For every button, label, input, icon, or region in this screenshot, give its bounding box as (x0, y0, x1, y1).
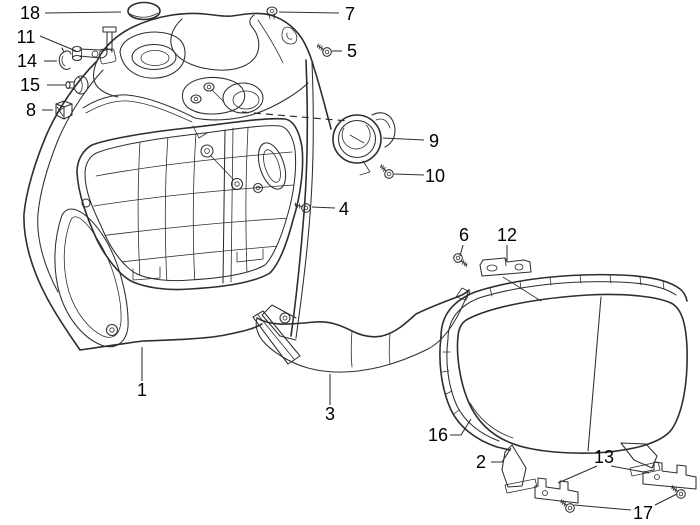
callout-11: 11 (17, 27, 36, 47)
screw-part7 (266, 6, 278, 20)
lower-trim-part3 (252, 287, 471, 373)
gasket-part16 (439, 273, 688, 451)
bracket-part13-left (534, 477, 579, 504)
callout-leader-17 (654, 493, 678, 506)
callout-leader-4 (311, 206, 336, 209)
callout-13: 13 (594, 447, 614, 467)
callout-leader-9 (382, 137, 425, 141)
callout-leader-16 (450, 418, 472, 436)
callout-12: 12 (497, 225, 517, 245)
dashed-alignment-line (241, 111, 349, 122)
callout-18: 18 (20, 3, 40, 23)
callout-leader-10 (393, 173, 425, 176)
callout-7: 7 (345, 4, 355, 24)
screw-part5 (314, 41, 334, 59)
screw-part17-left (557, 496, 577, 515)
handlebar-cover (82, 12, 332, 130)
bracket-part13-right (642, 461, 697, 490)
callout-17: 17 (633, 503, 653, 523)
screw-part10 (377, 162, 396, 181)
callout-leader-2 (491, 447, 512, 463)
callout-leader-17 (573, 504, 632, 511)
callout-3: 3 (325, 404, 335, 424)
callout-5: 5 (347, 41, 357, 61)
screw-part17-right (668, 482, 688, 501)
callout-leader-18 (44, 11, 122, 14)
lock-part9 (332, 112, 396, 176)
hook-clip-part14 (58, 47, 72, 70)
callout-leader-13 (557, 465, 598, 484)
callout-16: 16 (428, 425, 448, 445)
callout-leader-11 (39, 35, 77, 52)
callout-14: 14 (17, 51, 37, 71)
callout-9: 9 (429, 131, 439, 151)
callout-8: 8 (26, 100, 36, 120)
callout-2: 2 (476, 452, 486, 472)
rubber-cap-part18 (127, 1, 161, 21)
callout-6: 6 (459, 225, 469, 245)
callout-4: 4 (339, 199, 349, 219)
callout-15: 15 (20, 75, 40, 95)
callout-10: 10 (425, 166, 445, 186)
callout-leader-13 (610, 465, 650, 474)
glovebox-door-part2 (456, 293, 688, 494)
clip-part8 (55, 100, 73, 120)
callout-leader-6 (459, 244, 464, 257)
recess-grid (93, 126, 295, 281)
latch-bracket-part12 (479, 257, 542, 302)
callout-1: 1 (137, 380, 147, 400)
inner-shield-part1 (23, 59, 314, 351)
callout-leader-7 (278, 11, 340, 14)
